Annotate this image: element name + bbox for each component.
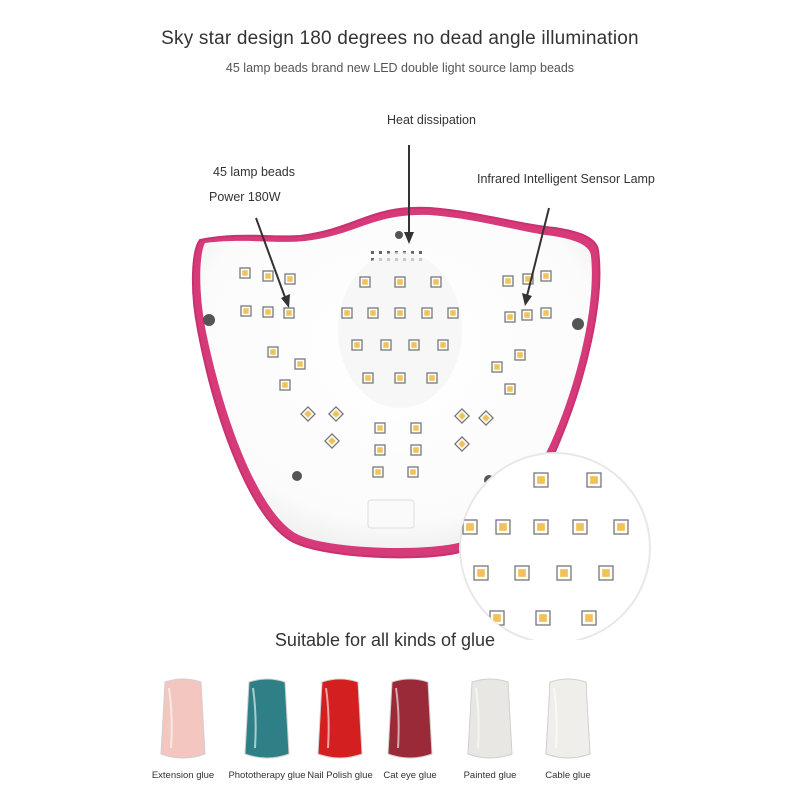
- power-label: Power 180W: [209, 190, 281, 204]
- led-bead: [478, 410, 494, 426]
- led-bead: [454, 436, 470, 452]
- glue-nail-sample: [227, 676, 307, 766]
- led-bead: [613, 519, 629, 535]
- led-bead: [504, 383, 516, 395]
- nail-lamp-illustration: [191, 145, 651, 640]
- sensor-dot: [395, 231, 403, 239]
- led-bead: [514, 349, 526, 361]
- led-bead: [514, 565, 530, 581]
- nail-icon: [244, 678, 290, 759]
- led-bead: [240, 305, 252, 317]
- led-zoom-inset: [459, 452, 651, 640]
- lamp-beads-label: 45 lamp beads: [213, 165, 296, 179]
- led-bead: [410, 444, 422, 456]
- led-bead: [462, 519, 478, 535]
- led-bead: [341, 307, 353, 319]
- led-bead: [380, 339, 392, 351]
- led-bead: [328, 406, 344, 422]
- led-bead: [362, 372, 374, 384]
- led-bead: [454, 408, 470, 424]
- glue-section-title: Suitable for all kinds of glue: [274, 630, 496, 650]
- screw-bottom-left: [292, 471, 302, 481]
- nail-icon: [545, 678, 591, 759]
- glue-nail-sample: [450, 676, 530, 766]
- led-bead: [394, 307, 406, 319]
- led-bead: [504, 311, 516, 323]
- led-bead: [533, 472, 549, 488]
- led-bead: [556, 565, 572, 581]
- glue-label: Nail Polish glue: [307, 770, 373, 781]
- sensor-lamp-label: Infrared Intelligent Sensor Lamp: [477, 172, 655, 186]
- page-title: Sky star design 180 degrees no dead angl…: [161, 28, 639, 49]
- led-bead: [300, 406, 316, 422]
- led-bead: [533, 519, 549, 535]
- led-bead: [262, 270, 274, 282]
- glue-nail-sample: [143, 676, 223, 766]
- led-bead: [540, 270, 552, 282]
- led-bead: [279, 379, 291, 391]
- glue-label: Cable glue: [545, 770, 591, 781]
- glue-nail-sample: [528, 676, 608, 766]
- screw-right: [572, 318, 584, 330]
- glue-label: Extension glue: [151, 770, 215, 781]
- callout-arrows: [255, 145, 550, 308]
- led-bead: [586, 472, 602, 488]
- screw-left: [203, 314, 215, 326]
- led-bead: [262, 306, 274, 318]
- led-bead: [430, 276, 442, 288]
- glue-label: Cat eye glue: [383, 770, 437, 781]
- led-bead: [502, 275, 514, 287]
- led-bead: [351, 339, 363, 351]
- led-bead: [447, 307, 459, 319]
- led-bead: [372, 466, 384, 478]
- glue-label: Painted glue: [463, 770, 517, 781]
- led-bead: [284, 273, 296, 285]
- led-bead: [473, 565, 489, 581]
- led-bead: [374, 444, 386, 456]
- led-bead: [410, 422, 422, 434]
- glue-nail-sample: [370, 676, 450, 766]
- led-bead: [394, 276, 406, 288]
- led-bead: [540, 307, 552, 319]
- nail-icon: [317, 678, 363, 759]
- led-bead: [489, 610, 505, 626]
- led-bead: [374, 422, 386, 434]
- led-bead: [324, 433, 340, 449]
- nail-icon: [467, 678, 513, 759]
- led-bead: [408, 339, 420, 351]
- led-bead: [267, 346, 279, 358]
- nail-icon: [160, 678, 206, 759]
- glue-label: Phototherapy glue: [228, 770, 306, 781]
- led-array: [239, 267, 552, 478]
- led-bead: [359, 276, 371, 288]
- led-bead: [239, 267, 251, 279]
- led-bead: [421, 307, 433, 319]
- page-subtitle: 45 lamp beads brand new LED double light…: [225, 61, 575, 75]
- led-bead: [495, 519, 511, 535]
- led-bead: [394, 372, 406, 384]
- led-bead: [535, 610, 551, 626]
- led-bead: [521, 309, 533, 321]
- led-bead: [283, 307, 295, 319]
- led-bead: [581, 610, 597, 626]
- led-bead: [407, 466, 419, 478]
- bottom-tab: [367, 499, 415, 529]
- led-bead: [294, 358, 306, 370]
- led-bead: [437, 339, 449, 351]
- led-bead: [522, 273, 534, 285]
- led-bead: [367, 307, 379, 319]
- heat-dissipation-label: Heat dissipation: [387, 113, 476, 127]
- led-bead: [426, 372, 438, 384]
- glue-nail-sample: [300, 676, 380, 766]
- led-bead: [572, 519, 588, 535]
- led-bead: [491, 361, 503, 373]
- led-bead: [598, 565, 614, 581]
- nail-icon: [387, 678, 433, 759]
